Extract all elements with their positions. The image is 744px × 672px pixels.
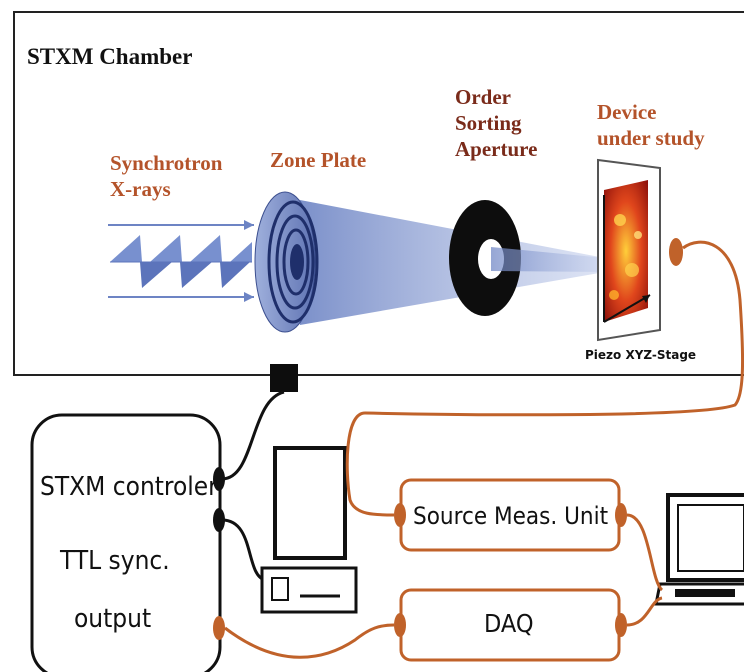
piezo-stage-label: Piezo XYZ-Stage [585,348,697,362]
cable-controller-chamber [221,390,285,481]
cable-controller-daq [224,623,395,659]
controller-title: STXM controler [40,472,218,502]
chamber-connector-icon [270,364,298,392]
device-label: Device under study [597,100,705,150]
xray-wave-icon [108,220,254,302]
cable-daq-laptop [626,596,663,627]
laptop-icon [654,493,744,606]
daq-label: DAQ [484,609,534,638]
controller-output-label: output [74,604,152,634]
monitor-icon [273,446,347,560]
controller-ttl-label: TTL sync. [60,546,170,576]
cable-device-smu [345,240,744,517]
smu-label: Source Meas. Unit [413,502,609,530]
smu-port-icon [615,503,627,527]
zone-plate-label: Zone Plate [270,148,367,172]
zone-plate-icon [254,191,319,333]
computer-tower-icon [260,566,358,614]
device-sample-icon [597,158,661,342]
controller-port-icon [213,508,225,532]
daq-port-icon [394,613,406,637]
controller-port-icon [213,616,225,640]
device-contact-icon [669,238,683,266]
smu-port-icon [394,503,406,527]
cable-controller-pc [221,518,266,582]
controller-box [30,413,222,672]
aperture-label: Order Sorting Aperture [455,85,538,161]
daq-port-icon [615,613,627,637]
aperture-icon [449,200,605,316]
synchrotron-label: Synchrotron X-rays [110,151,223,201]
chamber-title: STXM Chamber [27,44,193,69]
controller-port-icon [213,467,225,491]
cable-smu-laptop [626,513,664,592]
